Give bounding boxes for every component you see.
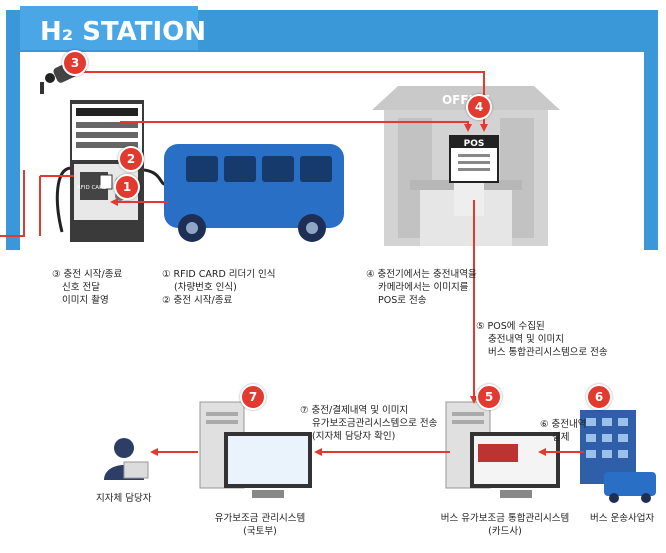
- bus-system-label: 버스 유가보조금 통합관리시스템 (카드사): [440, 513, 570, 537]
- step-badge-4: 4: [466, 94, 492, 120]
- step-badge-3: 3: [62, 50, 88, 76]
- step-badge-7: 7: [240, 384, 266, 410]
- pos-label: POS: [464, 139, 485, 149]
- station-frame: [6, 6, 658, 250]
- step-badge-6: 6: [586, 384, 612, 410]
- step-badge-1: 1: [114, 174, 140, 200]
- step-3-label: ③ 충전 시작/종료 신호 전달 이미지 촬영: [52, 269, 123, 306]
- bus-system-computer: [445, 401, 560, 498]
- step-7-label: ⑦ 충전/결제내역 및 이미지 유가보조금관리시스템으로 전송 (지자체 담당자…: [300, 405, 438, 442]
- header-title: H₂ STATION: [40, 17, 206, 47]
- pos-terminal: [449, 135, 499, 183]
- official-label: 지자체 담당자: [96, 493, 152, 504]
- bus-icon: [164, 144, 344, 242]
- subsidy-system-computer: [199, 401, 312, 498]
- flow-arrows: [0, 71, 584, 456]
- step-5-label: ⑤ POS에 수집된 충전내역 및 이미지 버스 통합관리시스템으로 전송: [476, 321, 608, 358]
- step-badge-5: 5: [476, 384, 502, 410]
- company-building-icon: [580, 410, 656, 503]
- step-4-label: ④ 충전기에서는 충전내역을 카메라에서는 이미지를 POS로 전송: [366, 269, 477, 306]
- person-icon: [104, 438, 149, 480]
- step-badge-2: 2: [118, 146, 144, 172]
- subsidy-system-label: 유가보조금 관리시스템 (국토부): [214, 513, 306, 537]
- step-1-2-label: ① RFID CARD 리더기 인식 (차량번호 인식) ② 충전 시작/종료: [162, 269, 276, 306]
- step-6-label: ⑥ 충전내역 결제: [540, 419, 587, 443]
- operator-label: 버스 운송사업자: [590, 513, 655, 524]
- rfid-reader-label: RFID CARD: [77, 185, 107, 191]
